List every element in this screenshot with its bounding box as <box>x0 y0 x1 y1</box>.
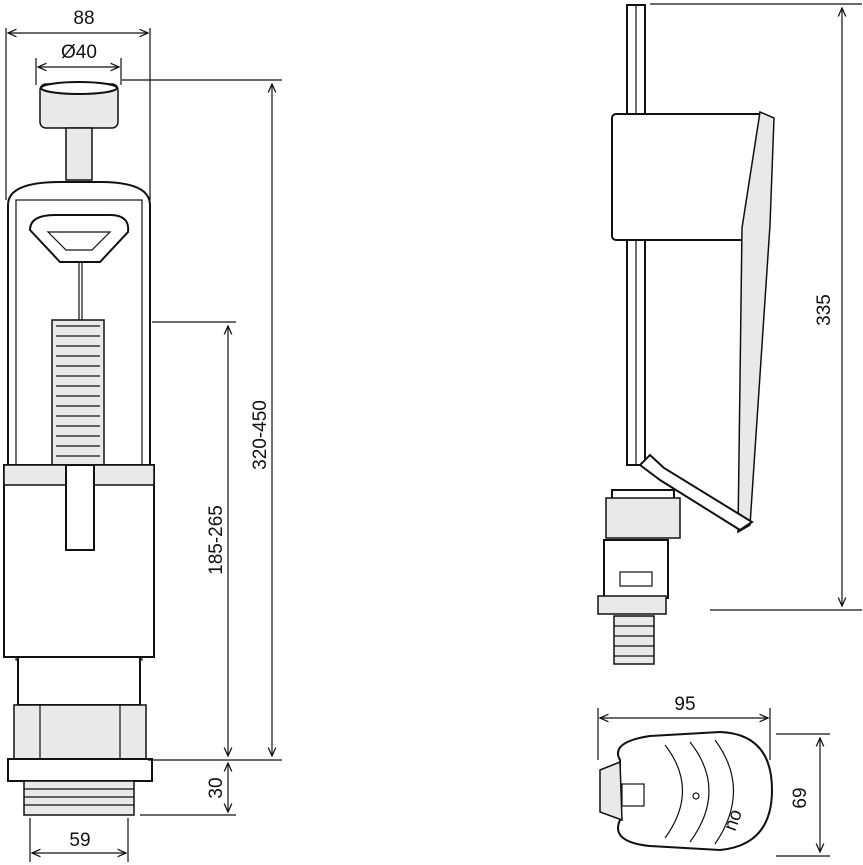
dim-30-label: 30 <box>206 777 227 798</box>
dim-88-label: 88 <box>73 8 94 29</box>
float-body <box>617 730 774 852</box>
float-arm <box>737 110 775 534</box>
float-bottom-view: no <box>599 730 774 852</box>
dimension-30: 30 <box>140 763 236 816</box>
dim-335-label: 335 <box>814 294 835 326</box>
fill-valve <box>597 4 775 665</box>
flush-valve <box>3 81 155 816</box>
dim-69-label: 69 <box>790 787 811 808</box>
dim-320-450-label: 320-450 <box>250 400 271 470</box>
dim-40-label: Ø40 <box>61 42 97 63</box>
dimension-69: 69 <box>776 733 830 857</box>
dim-95-label: 95 <box>674 694 695 715</box>
dimension-185-265: 185-265 <box>152 321 236 756</box>
dimension-320-450: 320-450 <box>122 79 282 761</box>
dimension-diameter-40: Ø40 <box>35 42 122 85</box>
lift-handle <box>28 214 130 263</box>
float-box <box>611 113 765 241</box>
valve-head <box>603 539 669 599</box>
dimension-335: 335 <box>650 3 862 611</box>
dimension-88: 88 <box>5 8 151 200</box>
base-flange <box>13 704 147 760</box>
dim-185-265-label: 185-265 <box>206 505 227 575</box>
fill-thread <box>613 615 655 665</box>
dimension-59: 59 <box>29 818 129 862</box>
thread <box>23 780 135 816</box>
ribbed-tube <box>51 319 105 466</box>
dimension-95: 95 <box>597 694 771 760</box>
dim-59-label: 59 <box>69 830 90 851</box>
